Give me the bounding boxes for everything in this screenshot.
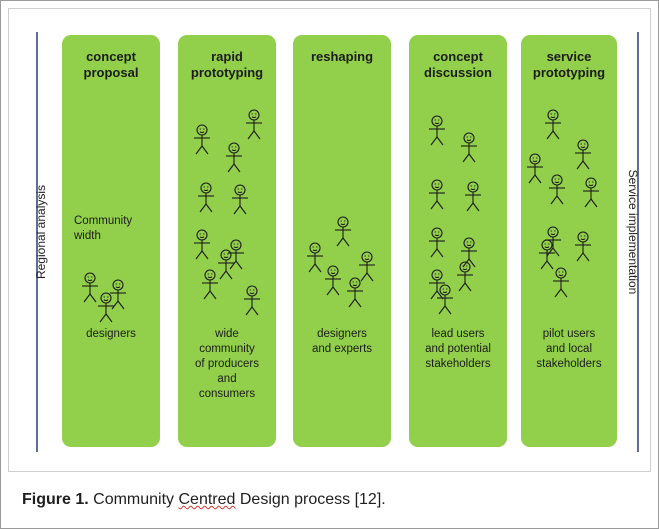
caption-text-before: Community xyxy=(93,491,179,508)
caption-label: Figure 1. xyxy=(22,491,89,508)
stick-figure-icon xyxy=(575,139,591,170)
stick-figure-icon xyxy=(246,109,262,140)
service-implementation-label: Service implementation xyxy=(626,169,640,295)
stick-figure-icon xyxy=(583,177,599,208)
stick-figure-icon xyxy=(325,265,341,296)
stick-figure-icon xyxy=(98,292,114,323)
stick-figure-icon xyxy=(82,272,98,303)
stick-figure-icon xyxy=(198,182,214,213)
stick-figure-icon xyxy=(527,153,543,184)
column-bottom-text: designers xyxy=(86,328,136,340)
caption-misspelled-word: Centred xyxy=(178,491,236,508)
people-group xyxy=(307,216,375,308)
stick-figure-icon xyxy=(228,239,244,270)
stick-figure-icon xyxy=(335,216,351,247)
people-group xyxy=(429,115,481,315)
stick-figure-icon xyxy=(539,239,555,270)
stick-figure-icon xyxy=(461,132,477,163)
stick-figure-icon xyxy=(347,277,363,308)
people-group xyxy=(82,272,126,323)
people-group xyxy=(527,109,599,298)
figure-caption: Figure 1. Community Centred Design proce… xyxy=(22,491,386,509)
stick-figure-icon xyxy=(202,269,218,300)
stick-figure-icon xyxy=(457,261,473,292)
stick-figure-icon xyxy=(194,229,210,260)
stick-figure-icon xyxy=(359,251,375,282)
stick-figure-icon xyxy=(545,109,561,140)
stick-figure-icon xyxy=(244,285,260,316)
stick-figure-icon xyxy=(429,115,445,146)
stick-figure-icon xyxy=(226,142,242,173)
stick-figure-icon xyxy=(575,231,591,262)
caption-text-after: Design process [12]. xyxy=(235,491,386,508)
stick-figure-icon xyxy=(218,249,234,280)
stick-figure-icon xyxy=(429,227,445,258)
stick-figure-icon xyxy=(110,279,126,310)
stick-figure-icon xyxy=(307,242,323,273)
stick-figure-icon xyxy=(461,237,477,268)
stick-figure-icon xyxy=(465,181,481,212)
stick-figure-icon xyxy=(545,226,561,257)
stick-figure-icon xyxy=(429,179,445,210)
regional-analysis-label: Regional analysis xyxy=(34,184,48,280)
stick-figure-icon xyxy=(549,174,565,205)
stick-figure-icon xyxy=(437,284,453,315)
stick-figure-icon xyxy=(553,267,569,298)
column-title: reshaping xyxy=(310,49,374,64)
stick-figure-icon xyxy=(194,124,210,155)
stick-figure-icon xyxy=(232,184,248,215)
people-group xyxy=(194,109,262,316)
regional-analysis-line xyxy=(36,32,38,452)
service-implementation-line xyxy=(637,32,639,452)
stick-figure-icon xyxy=(429,269,445,300)
